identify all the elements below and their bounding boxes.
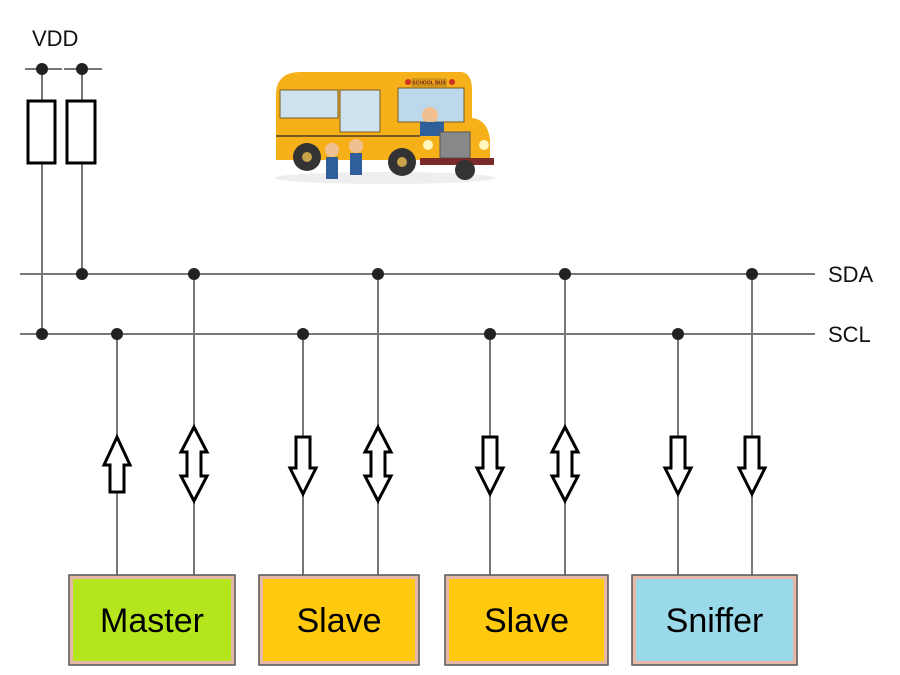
down-arrow-icon (662, 435, 694, 498)
sda-label: SDA (828, 262, 874, 287)
device-box (636, 579, 793, 661)
bidirectional-arrow-icon (178, 423, 210, 505)
device-slave: Slave (258, 268, 420, 666)
junction-dot (559, 268, 571, 280)
junction-dot (76, 268, 88, 280)
device-label: Slave (484, 602, 569, 640)
device-sniffer: Sniffer (631, 268, 798, 666)
junction-dot (188, 268, 200, 280)
bidirectional-arrow-icon (362, 423, 394, 505)
school-bus-sign: SCHOOL BUS (412, 81, 446, 87)
down-arrow-icon (736, 435, 768, 498)
down-arrow-icon (287, 435, 319, 498)
junction-dot (36, 63, 48, 75)
junction-dot (111, 328, 123, 340)
bidirectional-arrow-icon (549, 423, 581, 505)
junction-dot (484, 328, 496, 340)
device-slave: Slave (444, 268, 609, 666)
device-box (73, 579, 231, 661)
device-label: Master (100, 602, 204, 640)
junction-dots (36, 63, 88, 340)
device-label: Sniffer (666, 602, 764, 640)
down-arrow-icon (474, 435, 506, 498)
school-bus-illustration: SCHOOL BUS (275, 72, 495, 184)
scl-label: SCL (828, 322, 871, 347)
devices: Master Slave Slave Sniffer (68, 268, 798, 666)
junction-dot (76, 63, 88, 75)
pullup-resistor-scl (26, 99, 57, 165)
junction-dot (372, 268, 384, 280)
junction-dot (672, 328, 684, 340)
up-arrow-icon (101, 433, 133, 494)
device-label: Slave (296, 602, 381, 640)
junction-dot (297, 328, 309, 340)
junction-dot (36, 328, 48, 340)
junction-dot (746, 268, 758, 280)
device-master: Master (68, 268, 236, 666)
device-box (263, 579, 415, 661)
pullup-resistor-sda (65, 99, 97, 165)
vdd-label: VDD (32, 26, 78, 51)
device-box (449, 579, 604, 661)
